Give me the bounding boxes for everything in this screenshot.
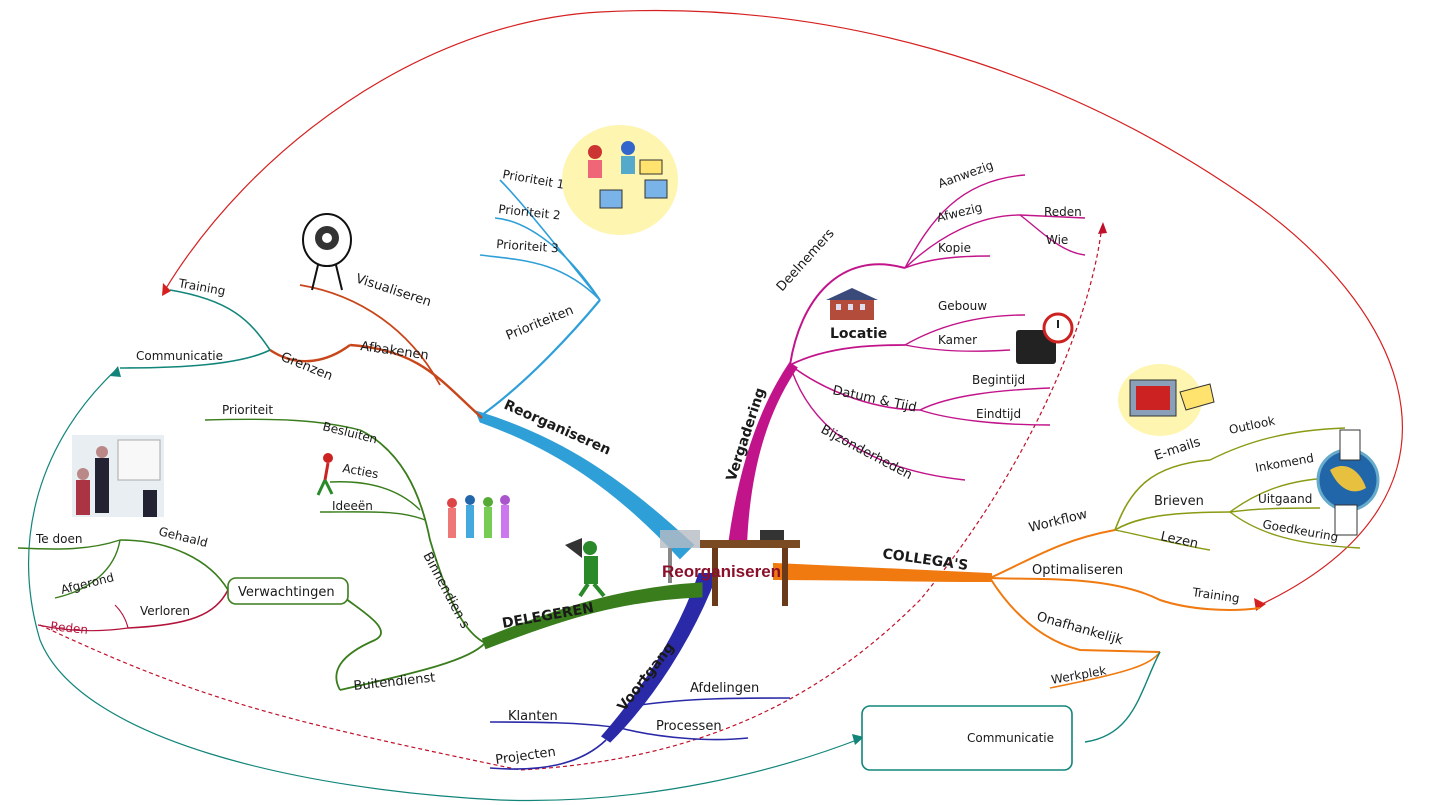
- branch-delegeren: [17, 418, 703, 691]
- red-arrow-link: [164, 9, 1403, 606]
- verwachtingen-box: [227, 577, 349, 605]
- label-afwezig: Afwezig: [935, 200, 983, 225]
- label-visualiseren: Visualiseren: [354, 272, 433, 311]
- label-projecten: Projecten: [494, 745, 556, 768]
- label-communicatie-left: Communicatie: [136, 349, 223, 363]
- branch-vergadering: [727, 174, 1086, 547]
- dashed-arrow-head: [1098, 222, 1107, 234]
- teal-arrow-head-bottom: [852, 734, 864, 745]
- branch-voortgang: [489, 573, 791, 770]
- label-ideeen: Ideeën: [332, 499, 373, 513]
- label-prioriteit-2: Prioriteit 2: [498, 202, 562, 222]
- eye-clipart-icon: [302, 213, 352, 291]
- label-outlook: Outlook: [1228, 414, 1277, 437]
- megaphone-man-icon: [565, 538, 606, 598]
- center-label: Reorganiseren: [662, 562, 781, 581]
- label-aanwezig: Aanwezig: [936, 158, 995, 191]
- label-acties: Acties: [341, 461, 379, 481]
- briefcase-clock-icon: [1016, 312, 1074, 364]
- label-training-left: Training: [176, 276, 226, 298]
- runner-icon: [316, 453, 334, 496]
- label-uitgaand: Uitgaand: [1258, 492, 1312, 506]
- label-wie: Wie: [1046, 233, 1068, 247]
- label-reden-vergadering: Reden: [1044, 205, 1082, 219]
- label-communicatie-box: Communicatie: [967, 731, 1054, 745]
- label-processen: Processen: [656, 719, 722, 734]
- label-gebouw: Gebouw: [938, 299, 987, 313]
- meeting-people-icon: [447, 495, 510, 538]
- branch-collegas: [773, 427, 1361, 743]
- label-prioriteit: Prioriteit: [222, 403, 273, 417]
- label-begintijd: Begintijd: [972, 373, 1025, 387]
- label-afgerond: Afgerond: [59, 570, 115, 597]
- label-prioriteiten: Prioriteiten: [504, 303, 576, 344]
- label-afdelingen: Afdelingen: [690, 681, 759, 696]
- label-prioriteit-3: Prioriteit 3: [496, 237, 559, 255]
- label-training-right: Training: [1191, 585, 1241, 606]
- label-workflow: Workflow: [1027, 507, 1089, 536]
- label-onafhankelijk: Onafhankelijk: [1035, 609, 1125, 648]
- label-afbakenen: Afbakenen: [359, 339, 429, 363]
- label-voortgang: Voortgang: [615, 640, 678, 715]
- email-computer-icon: [1118, 364, 1215, 436]
- label-buitendienst: Buitendienst: [353, 670, 436, 693]
- globe-document-icon: [1316, 429, 1380, 536]
- label-datum-tijd: Datum & Tijd: [831, 383, 918, 415]
- label-emails: E-mails: [1153, 435, 1203, 464]
- label-bijzonderheden: Bijzonderheden: [818, 422, 914, 483]
- label-te-doen: Te doen: [35, 532, 82, 546]
- label-grenzen: Grenzen: [279, 350, 335, 384]
- label-goedkeuring: Goedkeuring: [1261, 517, 1339, 544]
- label-besluiten: Besluiten: [321, 419, 379, 446]
- label-optimaliseren: Optimaliseren: [1032, 563, 1123, 578]
- presentation-photo-icon: [72, 435, 164, 517]
- label-klanten: Klanten: [508, 709, 558, 724]
- desk-chair-icon: [660, 530, 800, 606]
- teal-arrow-head-top: [110, 366, 121, 377]
- label-verwachtingen: Verwachtingen: [238, 585, 335, 600]
- communicatie-box: [861, 705, 1073, 771]
- teal-link: [28, 367, 863, 802]
- label-brieven: Brieven: [1154, 494, 1204, 509]
- red-arrow-head-left: [162, 283, 171, 296]
- label-lezen: Lezen: [1159, 529, 1199, 552]
- label-prioriteit-1: Prioriteit 1: [501, 167, 565, 192]
- label-reden-delegeren: Reden: [50, 619, 89, 637]
- labels: Reorganiseren Reorganiseren Prioriteiten…: [35, 158, 1339, 768]
- label-kopie: Kopie: [938, 241, 971, 255]
- label-locatie: Locatie: [830, 326, 887, 342]
- building-icon: [826, 288, 878, 320]
- label-kamer: Kamer: [938, 333, 977, 347]
- label-delegeren: DELEGEREN: [501, 600, 595, 632]
- label-verloren: Verloren: [140, 604, 190, 618]
- label-eindtijd: Eindtijd: [976, 407, 1021, 421]
- people-computers-clipart-icon: [562, 125, 678, 235]
- boxes: [227, 577, 1073, 771]
- cross-links: [28, 9, 1403, 802]
- label-werkplek: Werkplek: [1050, 663, 1107, 686]
- label-binnendienst: Binnendien s: [419, 550, 472, 632]
- label-inkomend: Inkomend: [1254, 451, 1315, 475]
